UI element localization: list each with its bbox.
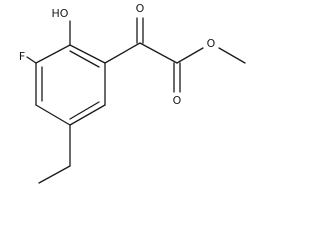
structure-diagram: HO F O O O [19,2,246,184]
bond-keto-ester-carbon [139,42,178,64]
bond-ring-c3-c4 [69,104,106,126]
bond-ester-c-o [176,47,204,64]
fluorine-label: F [19,50,25,63]
molecule-drawing: HO F O O O [19,2,246,184]
bond-ch2-ch3 [38,165,71,184]
bond-ring-c6-c1 [35,44,71,64]
ketone-oxygen-label: O [136,2,145,15]
bond-ring-double-2 [69,101,100,120]
ester-carbonyl-oxygen-label: O [173,94,182,107]
bond-o-methyl [218,47,246,64]
bond-c2-keto-carbon [104,42,141,64]
bond-ring-double-1 [69,50,100,68]
ester-ether-oxygen-label: O [207,37,216,50]
bond-ring-c1-c2 [69,44,106,64]
bond-c6-f [26,56,37,64]
benzene-ring [35,44,106,126]
hydroxyl-label: HO [52,7,69,20]
bond-ring-c4-c5 [35,104,71,126]
